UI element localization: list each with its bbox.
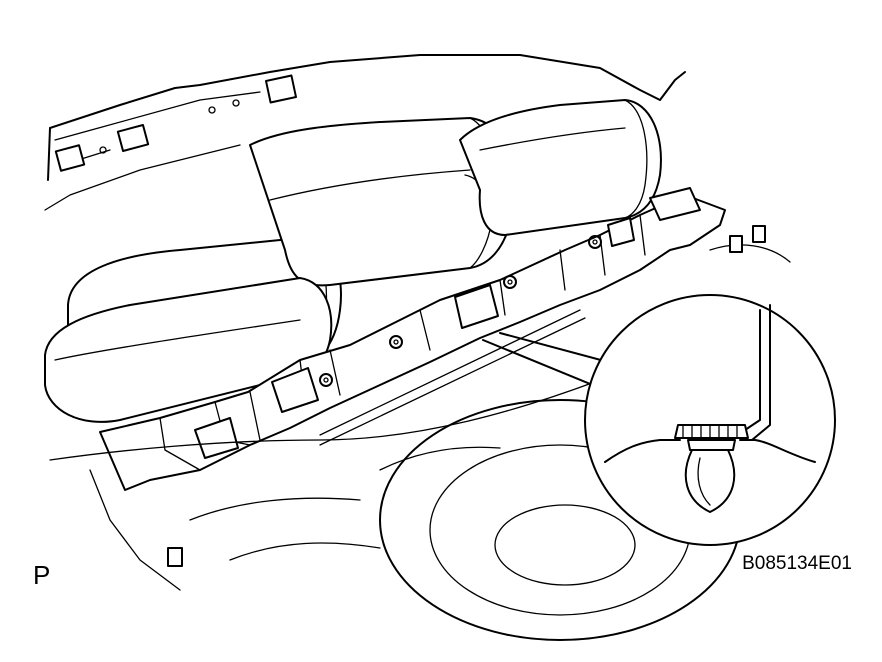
view-label: P (33, 560, 51, 590)
cushion-front (44, 277, 333, 423)
cushion-right (459, 99, 662, 236)
bracket-rail (99, 187, 726, 491)
console-housing (44, 54, 686, 211)
detail-leader (482, 332, 613, 389)
clip-detail-callout (584, 294, 836, 546)
figure-code: B085134E01 (742, 553, 852, 574)
